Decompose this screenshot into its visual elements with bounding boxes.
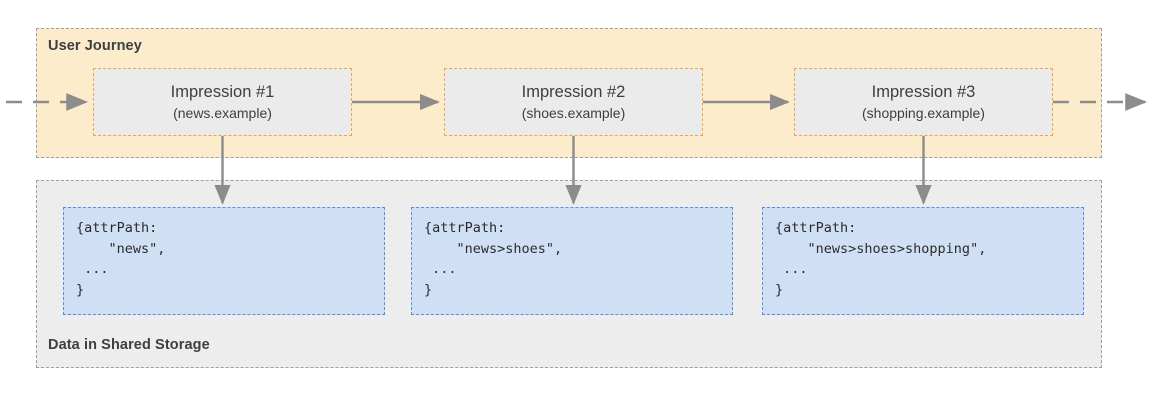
impression-subtitle: (shoes.example): [521, 105, 626, 122]
impression-title: Impression #1: [170, 82, 275, 101]
impression-subtitle: (shopping.example): [862, 105, 985, 122]
storage-entry-2: {attrPath: "news>shoes", ... }: [411, 207, 733, 315]
impression-title: Impression #3: [871, 82, 976, 101]
impression-box-2: Impression #2 (shoes.example): [444, 68, 703, 136]
impression-box-3: Impression #3 (shopping.example): [794, 68, 1053, 136]
impression-subtitle: (news.example): [173, 105, 272, 122]
user-journey-title: User Journey: [48, 38, 142, 54]
storage-entry-3: {attrPath: "news>shoes>shopping", ... }: [762, 207, 1084, 315]
impression-title: Impression #2: [521, 82, 626, 101]
shared-storage-title: Data in Shared Storage: [48, 337, 210, 353]
impression-box-1: Impression #1 (news.example): [93, 68, 352, 136]
storage-entry-1: {attrPath: "news", ... }: [63, 207, 385, 315]
